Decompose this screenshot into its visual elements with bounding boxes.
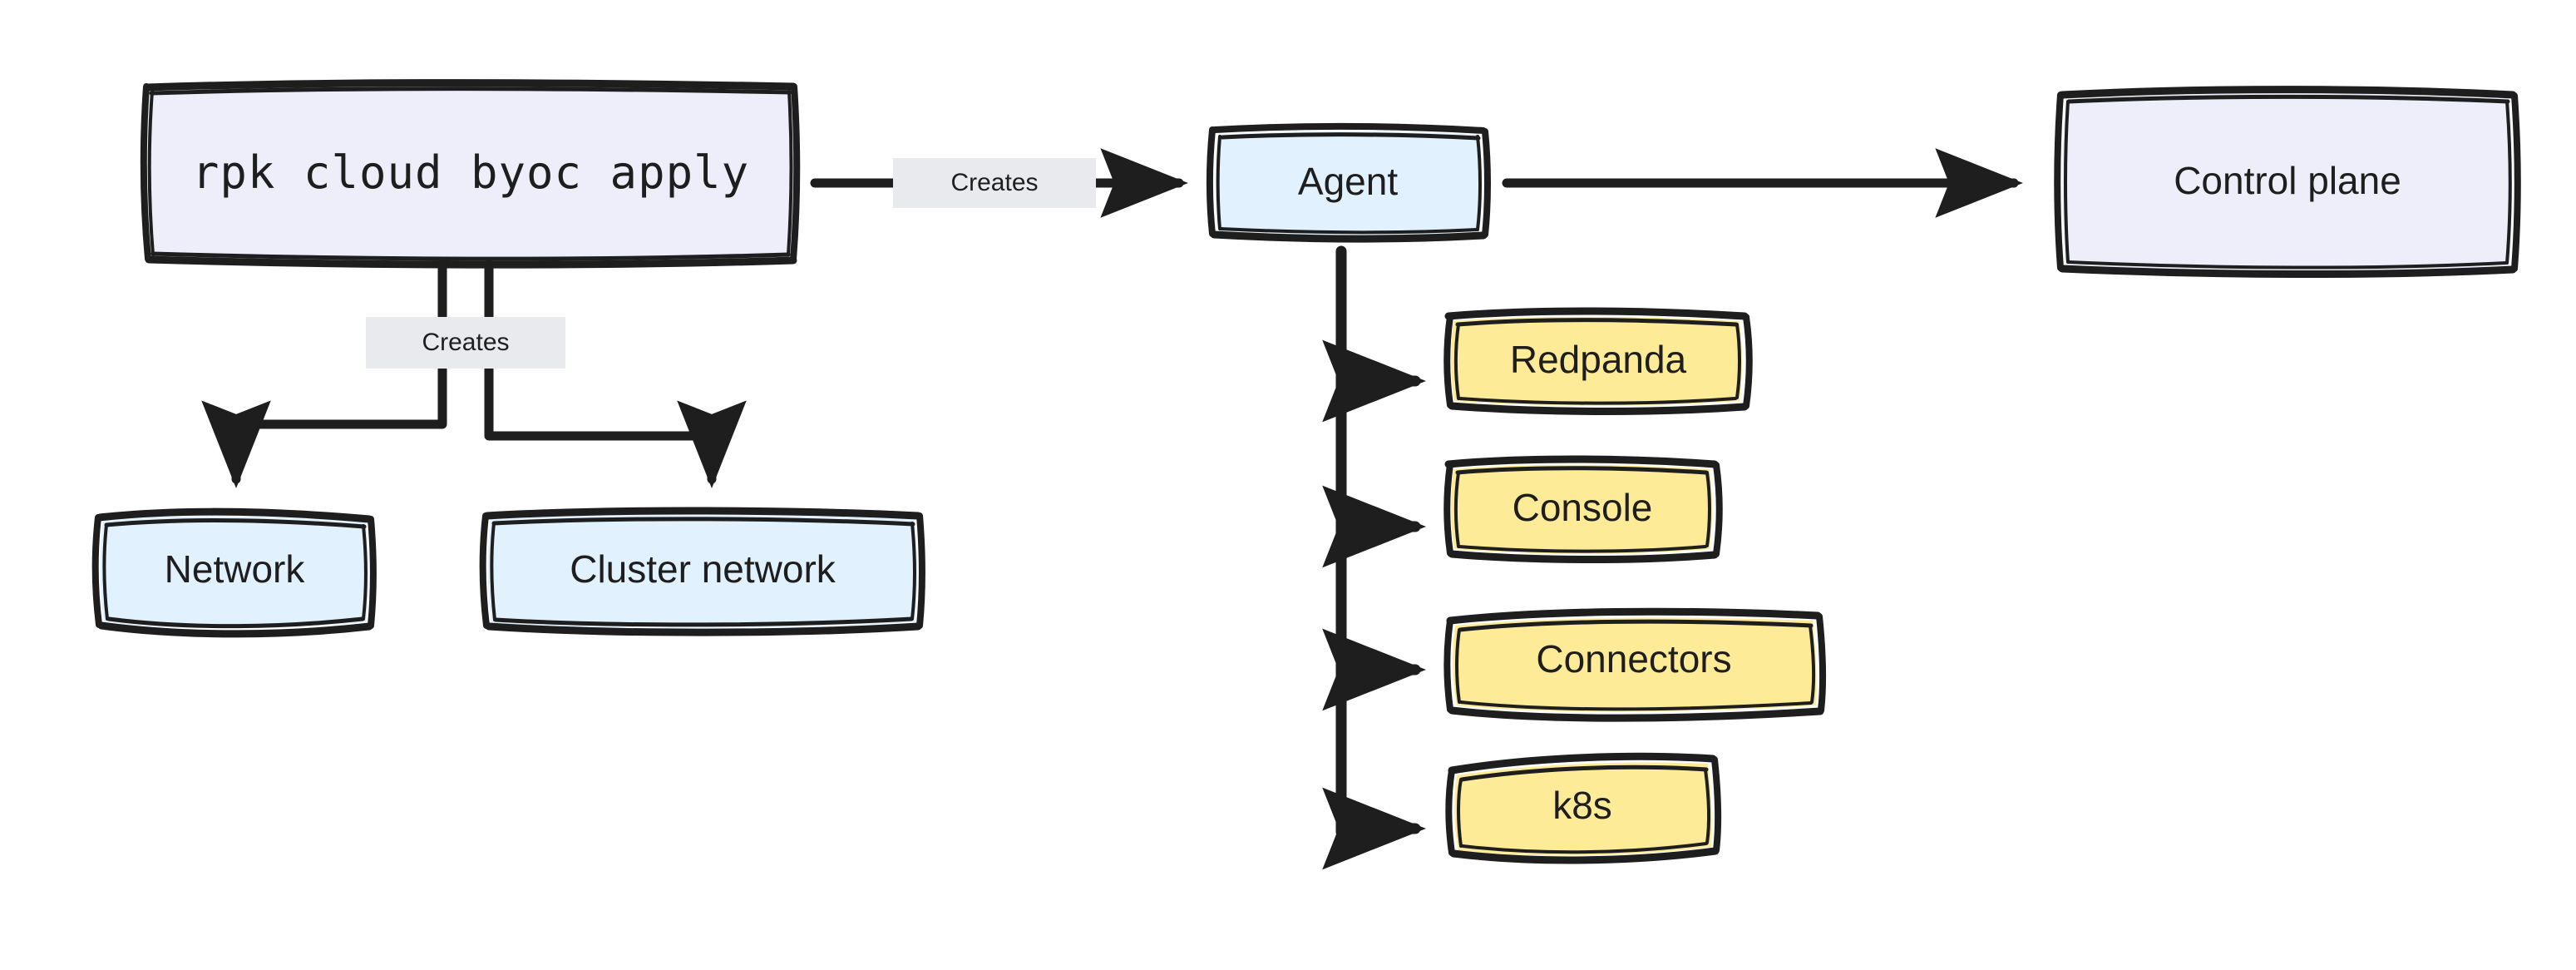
node-agent[interactable]: Agent <box>1214 131 1482 233</box>
node-label-rpk-command: rpk cloud byoc apply <box>191 146 750 200</box>
edge-label-creates-agent[interactable]: Creates <box>893 158 1096 208</box>
node-shape-cluster-network <box>479 507 925 636</box>
node-network[interactable]: Network <box>98 516 371 624</box>
node-label-cluster-network: Cluster network <box>570 547 836 591</box>
node-shape-console <box>1443 455 1723 564</box>
node-shape-agent <box>1207 122 1491 243</box>
node-cluster-network[interactable]: Cluster network <box>486 514 920 626</box>
edge-rpk-to-network <box>201 260 447 488</box>
edge-label-text-creates-agent: Creates <box>950 169 1039 196</box>
node-label-redpanda: Redpanda <box>1509 338 1687 382</box>
node-shape-control-plane <box>2054 86 2521 279</box>
node-connectors[interactable]: Connectors <box>1448 612 1819 707</box>
node-k8s[interactable]: k8s <box>1448 760 1716 852</box>
node-shape-rpk-command <box>140 79 801 269</box>
node-rpk-command[interactable]: rpk cloud byoc apply <box>146 86 795 260</box>
edge-label-creates-networks[interactable]: Creates <box>366 317 565 369</box>
node-label-connectors: Connectors <box>1536 637 1732 681</box>
node-control-plane[interactable]: Control plane <box>2060 93 2514 270</box>
edge-rpk-to-cluster-network <box>484 260 747 488</box>
node-redpanda[interactable]: Redpanda <box>1448 314 1748 406</box>
node-shape-network <box>91 507 377 638</box>
node-console[interactable]: Console <box>1448 463 1716 554</box>
node-shape-connectors <box>1443 607 1827 722</box>
node-label-control-plane: Control plane <box>2174 159 2401 203</box>
node-label-agent: Agent <box>1297 160 1399 204</box>
node-shape-redpanda <box>1443 307 1753 416</box>
node-shape-k8s <box>1445 752 1722 864</box>
node-label-network: Network <box>164 547 305 591</box>
node-label-k8s: k8s <box>1552 784 1612 828</box>
node-label-console: Console <box>1512 486 1653 530</box>
edge-label-text-creates-networks: Creates <box>422 329 510 356</box>
